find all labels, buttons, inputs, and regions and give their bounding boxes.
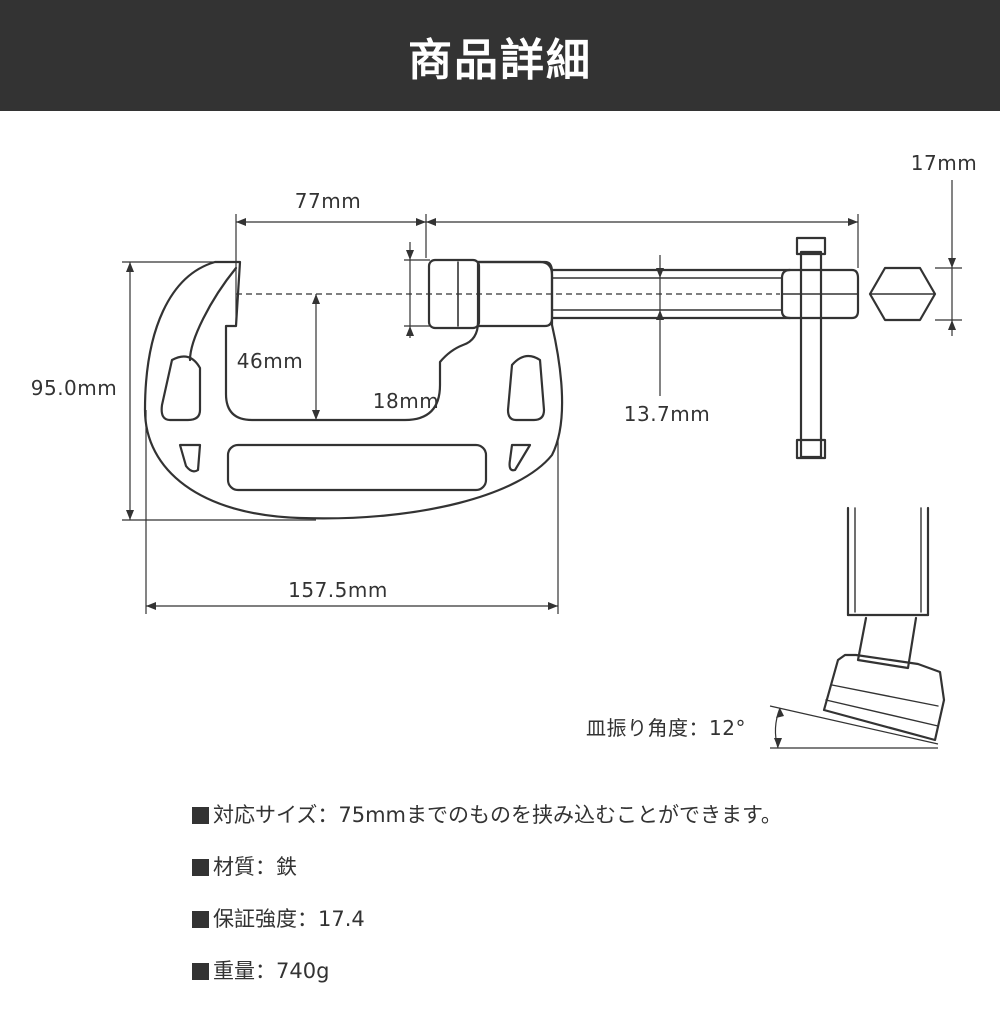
spec-label: 重量： xyxy=(213,959,276,983)
spec-item-weight: 重量： 740g xyxy=(192,958,982,1010)
spec-list: 対応サイズ： 75mmまでのものを挟み込むことができます。 材質： 鉄 保証強度… xyxy=(192,802,982,1010)
square-bullet-icon xyxy=(192,859,209,876)
spec-value: 鉄 xyxy=(276,855,297,879)
frame-inner-curve xyxy=(188,266,238,362)
dim-throat-depth: 46mm xyxy=(237,349,303,373)
spec-label: 保証強度： xyxy=(213,907,318,931)
dim-width: 157.5mm xyxy=(288,578,388,602)
page-title: 商品詳細 xyxy=(408,34,592,86)
spec-value: 75mmまでのものを挟み込むことができます。 xyxy=(338,803,782,827)
dim-height: 95.0mm xyxy=(31,376,118,400)
spec-value: 740g xyxy=(276,959,330,983)
square-bullet-icon xyxy=(192,963,209,980)
handle-hub xyxy=(780,268,860,320)
spec-label: 対応サイズ： xyxy=(213,803,339,827)
frame-hole-bottom-left xyxy=(178,443,202,473)
swivel-pad-detail xyxy=(822,506,946,742)
dim-screw-diameter: 13.7mm xyxy=(624,402,711,426)
screw-boss xyxy=(476,260,554,328)
clamp-frame-outline xyxy=(143,260,564,520)
dim-jaw-opening: 77mm xyxy=(295,189,361,213)
t-handle-bottom-cap xyxy=(795,438,827,460)
dim-hex-width: 17mm xyxy=(911,151,977,175)
dim-pad-diameter: 18mm xyxy=(373,389,439,413)
frame-hole-bottom xyxy=(226,443,488,492)
spec-label: 材質： xyxy=(213,855,276,879)
spec-item-strength: 保証強度： 17.4 xyxy=(192,906,982,958)
square-bullet-icon xyxy=(192,807,209,824)
t-handle-top-cap xyxy=(795,236,827,256)
spec-item-size: 対応サイズ： 75mmまでのものを挟み込むことができます。 xyxy=(192,802,982,854)
swivel-angle-label: 皿振り角度：12° xyxy=(586,716,746,740)
frame-hole-left xyxy=(160,355,202,422)
frame-hole-right xyxy=(506,354,546,422)
frame-hole-bottom-right xyxy=(508,443,532,472)
square-bullet-icon xyxy=(192,911,209,928)
spec-item-material: 材質： 鉄 xyxy=(192,854,982,906)
t-handle-bar xyxy=(799,250,823,459)
header-bar: 商品詳細 xyxy=(0,0,1000,111)
spec-value: 17.4 xyxy=(318,907,365,931)
